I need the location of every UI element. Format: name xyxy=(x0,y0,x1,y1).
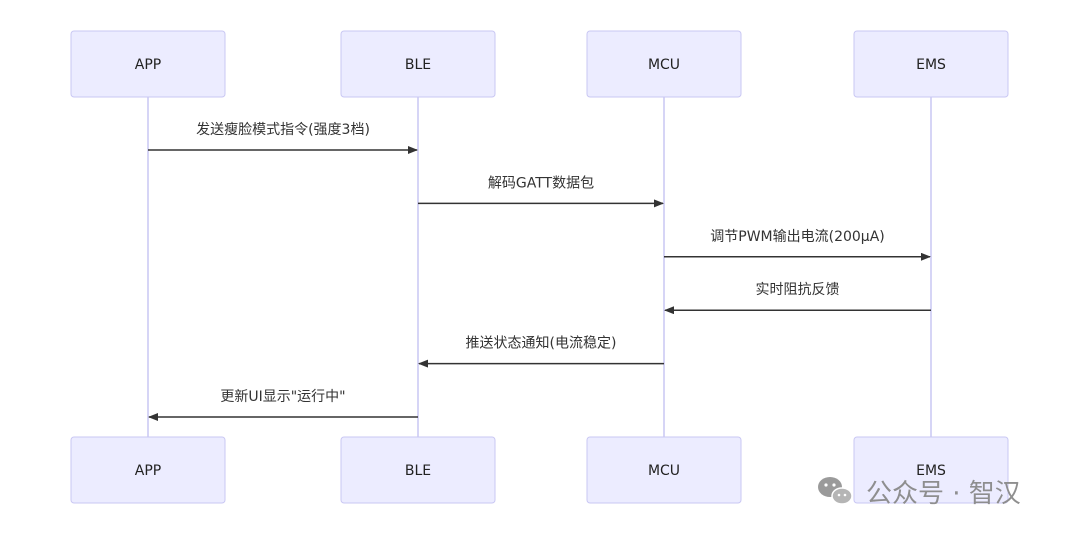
actor-mcu-top: MCU xyxy=(586,30,742,98)
lifelines xyxy=(147,97,932,437)
actor-box xyxy=(340,30,496,98)
message-6: 更新UI显示"运行中" xyxy=(148,389,418,421)
actor-label: BLE xyxy=(405,463,431,479)
actor-ble-top: BLE xyxy=(340,30,496,98)
message-label: 更新UI显示"运行中" xyxy=(220,389,345,405)
message-label: 推送状态通知(电流稳定) xyxy=(466,335,617,352)
actor-ble-bottom: BLE xyxy=(340,436,496,504)
actor-box xyxy=(340,436,496,504)
actor-box xyxy=(586,436,742,504)
actor-label: EMS xyxy=(916,57,946,73)
actor-label: EMS xyxy=(916,463,946,479)
watermark-text: 公众号 · 智汉 xyxy=(866,479,1021,509)
actor-ems-bottom: EMS xyxy=(853,436,1009,504)
actors-top: APP BLE MCU EMS xyxy=(70,30,1009,98)
actor-ems-top: EMS xyxy=(853,30,1009,98)
message-4: 实时阻抗反馈 xyxy=(664,282,931,315)
actor-label: MCU xyxy=(648,57,680,73)
message-3: 调节PWM输出电流(200μA) xyxy=(664,229,931,261)
actor-label: APP xyxy=(135,57,161,73)
message-5: 推送状态通知(电流稳定) xyxy=(418,335,664,368)
actor-label: BLE xyxy=(405,57,431,73)
actor-label: APP xyxy=(135,463,161,479)
actor-box xyxy=(853,30,1009,98)
actor-label: MCU xyxy=(648,463,680,479)
actor-app-top: APP xyxy=(70,30,226,98)
actor-mcu-bottom: MCU xyxy=(586,436,742,504)
watermark: 公众号 · 智汉 xyxy=(818,477,1021,509)
actor-app-bottom: APP xyxy=(70,436,226,504)
message-label: 实时阻抗反馈 xyxy=(756,282,840,298)
message-label: 调节PWM输出电流(200μA) xyxy=(710,229,885,245)
actor-box xyxy=(586,30,742,98)
message-2: 解码GATT数据包 xyxy=(418,175,664,208)
message-label: 发送瘦脸模式指令(强度3档) xyxy=(196,121,370,138)
actor-box xyxy=(70,30,226,98)
actor-box xyxy=(853,436,1009,504)
message-label: 解码GATT数据包 xyxy=(488,175,594,191)
actor-box xyxy=(70,436,226,504)
message-1: 发送瘦脸模式指令(强度3档) xyxy=(148,121,418,154)
actors-bottom: APP BLE MCU EMS xyxy=(70,436,1009,504)
wechat-icon xyxy=(818,477,853,505)
